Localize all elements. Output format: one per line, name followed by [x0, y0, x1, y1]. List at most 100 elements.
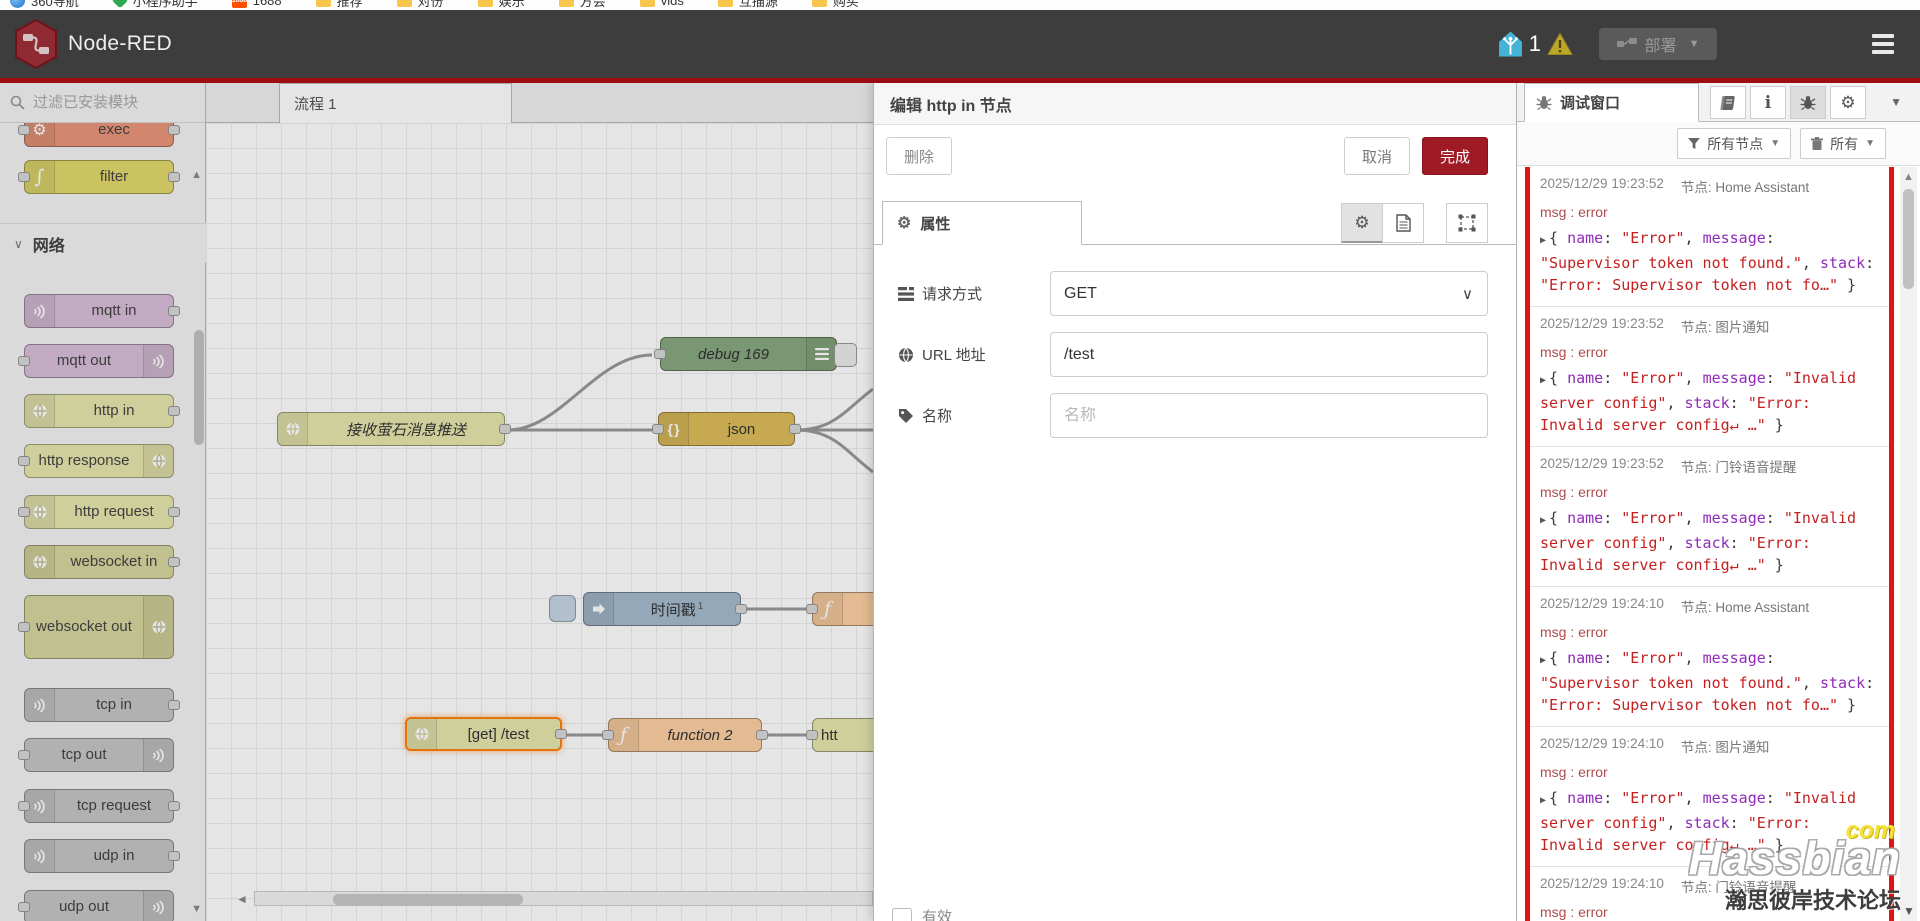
url-field[interactable]: [1064, 346, 1474, 364]
palette-node-websocket-out[interactable]: websocket out: [24, 595, 174, 659]
tab-flow-1[interactable]: 流程 1: [279, 83, 512, 123]
palette-scrollbar-thumb[interactable]: [194, 330, 204, 445]
bookmark-item[interactable]: 推荐: [316, 0, 363, 10]
main-menu-button[interactable]: [1872, 34, 1894, 54]
cancel-button[interactable]: 取消: [1344, 137, 1410, 175]
output-port[interactable]: [756, 730, 768, 740]
tab-debug-window[interactable]: 调试窗口: [1524, 83, 1699, 122]
node-description-button[interactable]: [1382, 203, 1424, 243]
node-function-partial[interactable]: ƒ: [812, 592, 873, 626]
output-port[interactable]: [555, 729, 567, 739]
enabled-checkbox[interactable]: [892, 908, 912, 921]
method-select[interactable]: GET ∨: [1050, 271, 1488, 316]
palette-search-input[interactable]: [33, 94, 183, 111]
node-json[interactable]: { } json: [658, 412, 795, 446]
bookmark-item[interactable]: 互描源: [718, 0, 778, 10]
edit-properties-button[interactable]: ⚙: [1341, 203, 1383, 243]
config-nodes-button[interactable]: ⚙: [1830, 86, 1866, 119]
sidebar-menu-chevron-icon[interactable]: ▼: [1890, 95, 1902, 109]
input-port[interactable]: [652, 424, 664, 434]
canvas-hscrollbar[interactable]: ◄: [236, 891, 873, 906]
deploy-chevron-icon[interactable]: ▼: [1689, 38, 1700, 50]
bookmark-item[interactable]: vids: [640, 0, 684, 8]
node-appearance-button[interactable]: [1446, 203, 1488, 243]
palette-node-mqtt-in[interactable]: mqtt in: [24, 294, 174, 328]
hscrollbar-thumb[interactable]: [333, 894, 523, 905]
node-function-2[interactable]: ƒ function 2: [608, 718, 762, 752]
palette-search[interactable]: [0, 83, 205, 123]
bookmark-item[interactable]: 16881688: [232, 0, 282, 8]
palette-node-tcp-request[interactable]: tcp request: [24, 789, 174, 823]
expand-icon[interactable]: ▶: [1540, 375, 1546, 386]
node-debug-169[interactable]: debug 169: [660, 337, 837, 371]
docs-button[interactable]: [1710, 86, 1746, 119]
input-port[interactable]: [806, 604, 818, 614]
bookmark-item[interactable]: 小程序助手: [113, 0, 198, 10]
palette-scroll-up-icon[interactable]: ▲: [191, 169, 202, 181]
left-port: [18, 172, 30, 182]
palette-node-udp-in[interactable]: udp in: [24, 839, 174, 873]
bookmark-item[interactable]: 方会: [559, 0, 606, 10]
output-port[interactable]: [499, 424, 511, 434]
bookmark-item[interactable]: 娱乐: [478, 0, 525, 10]
node-http-partial[interactable]: htt: [812, 718, 873, 752]
globe-icon: [25, 395, 55, 427]
expand-icon[interactable]: ▶: [1540, 655, 1546, 666]
palette-node-label: filter: [55, 168, 173, 185]
node-http-in-get-test[interactable]: [get] /test: [405, 717, 562, 751]
palette-node-websocket-in[interactable]: websocket in: [24, 545, 174, 579]
payload-token: {: [1549, 509, 1567, 527]
message-topic: msg : error: [1540, 764, 1879, 780]
palette-section-network[interactable]: ∨ 网络: [0, 223, 206, 263]
filter-nodes-button[interactable]: 所有节点 ▼: [1677, 128, 1791, 159]
palette-node-http-in[interactable]: http in: [24, 394, 174, 428]
bookmark-item[interactable]: 购买: [812, 0, 859, 10]
node-http-in-ezviz[interactable]: 接收萤石消息推送: [277, 412, 505, 446]
output-port[interactable]: [789, 424, 801, 434]
info-button[interactable]: i: [1750, 86, 1786, 119]
scroll-left-icon[interactable]: ◄: [236, 892, 248, 906]
warning-icon: [1547, 32, 1573, 56]
done-button[interactable]: 完成: [1422, 137, 1488, 175]
node-inject-timestamp[interactable]: 时间戳1: [583, 592, 741, 626]
palette-scroll-down-icon[interactable]: ▼: [191, 903, 202, 915]
scroll-down-icon[interactable]: ▼: [1903, 904, 1915, 918]
deploy-button[interactable]: 部署 ▼: [1599, 28, 1717, 60]
payload-token: ,: [1685, 509, 1703, 527]
palette-node-filter[interactable]: ∫filter: [24, 160, 174, 194]
debug-button[interactable]: [1790, 86, 1826, 119]
home-assistant-badge[interactable]: 1: [1498, 30, 1573, 58]
input-port[interactable]: [806, 730, 818, 740]
bookmark-item[interactable]: 对份: [397, 0, 444, 10]
palette-node-http-request[interactable]: http request: [24, 495, 174, 529]
flow-canvas[interactable]: debug 169 { } json 接收萤石消息推送: [206, 123, 873, 921]
palette-node-mqtt-out[interactable]: mqtt out: [24, 344, 174, 378]
palette-node-tcp-in[interactable]: tcp in: [24, 688, 174, 722]
debug-message: 2025/12/29 19:23:52节点: Home Assistantmsg…: [1530, 167, 1889, 307]
palette-node-tcp-out[interactable]: tcp out: [24, 738, 174, 772]
output-port[interactable]: [735, 604, 747, 614]
palette-node-http-response[interactable]: http response: [24, 444, 174, 478]
expand-icon[interactable]: ▶: [1540, 235, 1546, 246]
tab-properties[interactable]: ⚙ 属性: [882, 201, 1082, 245]
input-port[interactable]: [602, 730, 614, 740]
debug-enable-toggle[interactable]: [834, 343, 857, 367]
input-port[interactable]: [654, 349, 666, 359]
bookmark-item[interactable]: 360导航: [10, 0, 79, 10]
expand-icon[interactable]: ▶: [1540, 515, 1546, 526]
name-field[interactable]: [1064, 407, 1474, 425]
scroll-up-icon[interactable]: ▲: [1903, 171, 1914, 183]
payload-token: stack: [1685, 534, 1730, 552]
expand-icon[interactable]: ▶: [1540, 795, 1546, 806]
delete-button[interactable]: 删除: [886, 137, 952, 175]
debug-scrollbar[interactable]: ▲ ▼: [1900, 167, 1917, 921]
clear-messages-button[interactable]: 所有 ▼: [1800, 128, 1886, 159]
inject-button[interactable]: [549, 595, 576, 622]
debug-message: 2025/12/29 19:24:10节点: Home Assistantmsg…: [1530, 587, 1889, 727]
wifi-icon: [143, 739, 173, 771]
scrollbar-thumb[interactable]: [1903, 189, 1914, 289]
palette-node-udp-out[interactable]: udp out: [24, 890, 174, 921]
hscrollbar-track[interactable]: [254, 891, 873, 906]
right-port: [168, 557, 180, 567]
palette-node-exec[interactable]: ⚙exec: [24, 123, 174, 147]
